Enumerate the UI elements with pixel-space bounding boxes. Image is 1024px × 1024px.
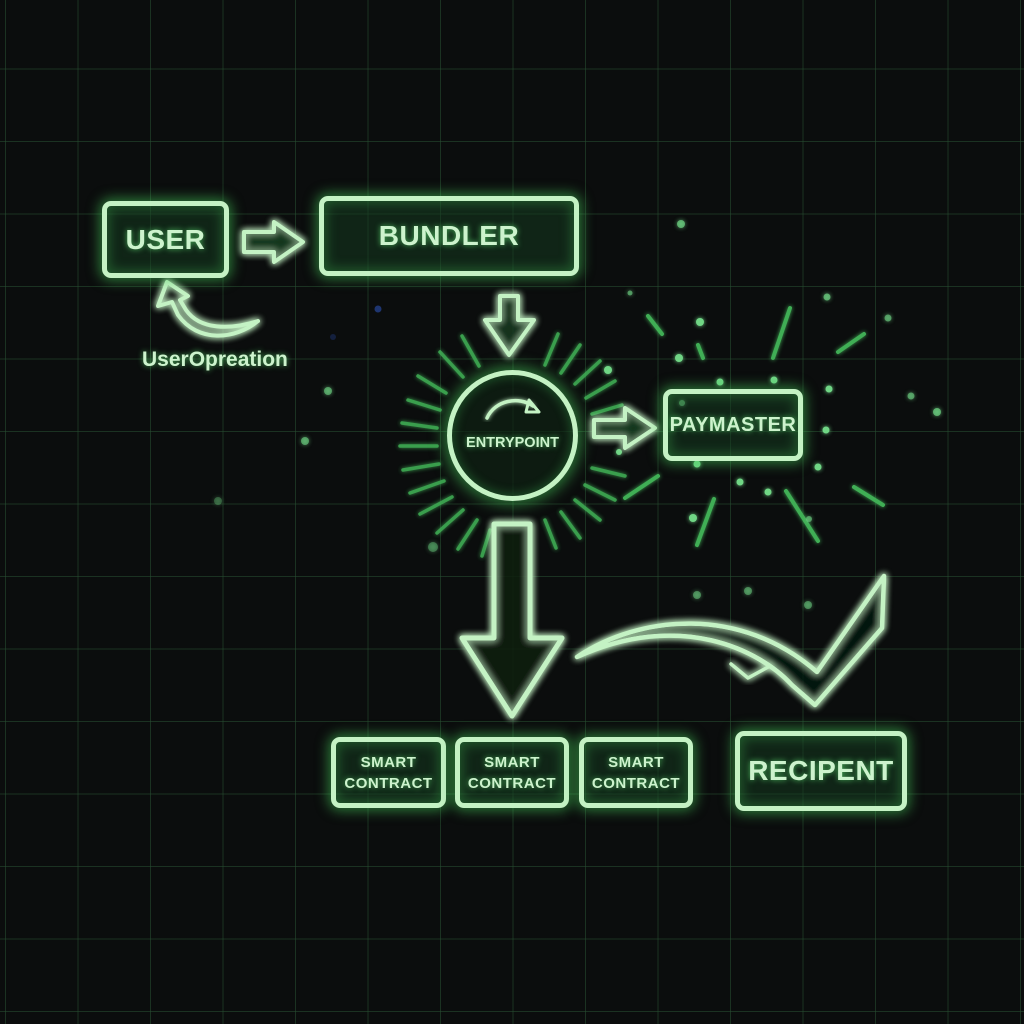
entrypoint-node: ENTRYPOINT [447, 370, 578, 501]
smart-contract-line2: CONTRACT [344, 774, 433, 792]
swoosh-tick-icon [729, 662, 772, 680]
bundler-node: BUNDLER [319, 196, 579, 276]
arrow-right-icon [242, 220, 305, 264]
paymaster-node: PAYMASTER [663, 389, 803, 461]
user-operation-label: UserOpreation [142, 348, 288, 371]
recipient-label: RECIPENT [748, 755, 894, 786]
smart-contract-line2: CONTRACT [467, 774, 557, 792]
smart-contract-node: SMART CONTRACT [579, 737, 693, 808]
paymaster-burst-icon [623, 306, 885, 547]
arrow-down-icon [483, 294, 536, 357]
user-node: USER [102, 201, 229, 278]
smart-contract-line1: SMART [608, 753, 664, 771]
large-arrow-down-icon [459, 521, 565, 719]
paymaster-label: PAYMASTER [669, 413, 797, 436]
user-label: USER [125, 223, 206, 255]
smart-contract-node: SMART CONTRACT [331, 737, 446, 808]
swoosh-checkmark-icon [574, 573, 887, 708]
entrypoint-label: ENTRYPOINT [466, 434, 559, 451]
rotate-arrow-icon [485, 398, 541, 420]
bundler-label: BUNDLER [378, 220, 520, 251]
recipient-node: RECIPENT [735, 731, 907, 811]
smart-contract-line1: SMART [360, 753, 417, 771]
smart-contract-line1: SMART [484, 753, 540, 771]
smart-contract-node: SMART CONTRACT [455, 737, 569, 808]
sparkle-dots-icon [214, 220, 941, 609]
entrypoint-rays-icon [398, 332, 627, 558]
curved-arrow-up-icon [156, 280, 260, 338]
blue-dots-icon [330, 305, 382, 340]
arrow-right-icon [592, 406, 657, 450]
smart-contract-line2: CONTRACT [591, 774, 681, 792]
